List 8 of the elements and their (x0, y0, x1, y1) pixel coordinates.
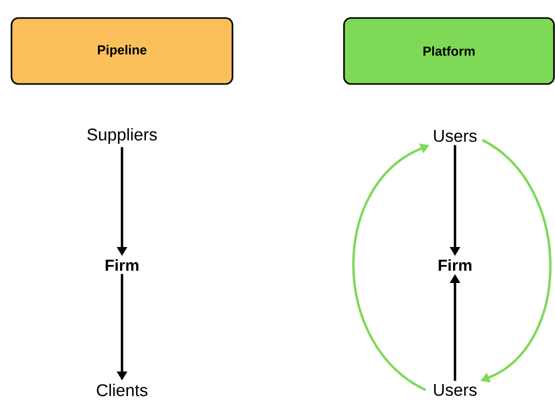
title-box: Pipeline (10, 17, 234, 85)
node-label: Clients (96, 384, 148, 396)
node-label: Users (434, 384, 477, 396)
node-label: Firm (438, 259, 472, 271)
node-label: Firm (106, 259, 138, 271)
node-label: Users (434, 130, 477, 142)
title-box: Platform (343, 17, 555, 85)
node-label: Suppliers (87, 128, 157, 144)
